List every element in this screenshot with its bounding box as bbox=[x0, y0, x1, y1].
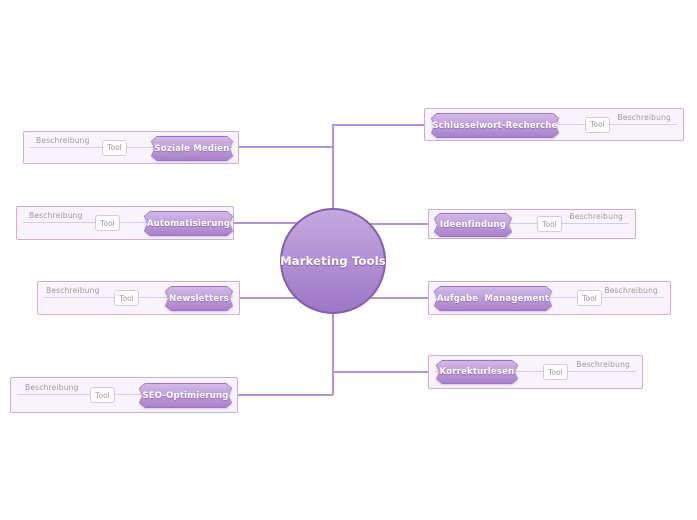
subtopic-tool[interactable]: Tool bbox=[102, 139, 127, 156]
topic-node-fill bbox=[151, 137, 233, 160]
connector-line-newsletters bbox=[239, 297, 333, 299]
branch-group-soziale-medien: Beschreibung Tool Soziale Medien bbox=[23, 131, 239, 164]
subtopic-tool[interactable]: Tool bbox=[577, 290, 602, 306]
subtopic-tool[interactable]: Tool bbox=[537, 216, 562, 232]
connector-line-automatisierung bbox=[233, 222, 333, 224]
topic-node-label: Aufgabe Management bbox=[436, 293, 550, 304]
subtopic-beschreibung[interactable]: Beschreibung bbox=[569, 212, 623, 221]
branch-group-seo-optimierung: Beschreibung Tool SEO-Optimierung bbox=[10, 377, 238, 413]
subtopic-tool[interactable]: Tool bbox=[543, 364, 568, 380]
topic-node-label: Newsletters bbox=[169, 293, 229, 304]
subtopic-beschreibung[interactable]: Beschreibung bbox=[29, 211, 83, 220]
connector-line-ideenfindung bbox=[333, 223, 429, 225]
branch-inner-line bbox=[435, 371, 636, 372]
topic-node-fill bbox=[431, 114, 559, 137]
topic-node-automatisierung[interactable]: Automatisierung bbox=[143, 211, 234, 236]
topic-node-label: Ideenfindung bbox=[439, 220, 507, 230]
subtopic-tool[interactable]: Tool bbox=[585, 116, 610, 133]
topic-node-ideenfindung[interactable]: Ideenfindung bbox=[433, 213, 513, 237]
topic-node-fill bbox=[436, 361, 518, 383]
central-topic-label: Marketing Tools bbox=[280, 254, 386, 268]
topic-node-fill bbox=[434, 287, 552, 310]
subtopic-tool[interactable]: Tool bbox=[114, 290, 139, 306]
branch-inner-line bbox=[17, 394, 231, 395]
connector-line-aufgabe-management bbox=[333, 297, 429, 299]
subtopic-beschreibung[interactable]: Beschreibung bbox=[25, 383, 79, 392]
central-topic[interactable]: Marketing Tools bbox=[280, 208, 386, 314]
topic-node-label: Korrekturlesen bbox=[439, 367, 515, 377]
branch-group-korrekturlesen: Korrekturlesen Tool Beschreibung bbox=[428, 355, 643, 389]
branch-group-ideenfindung: Ideenfindung Tool Beschreibung bbox=[428, 209, 636, 239]
connector-line-seo-optimierung bbox=[237, 394, 333, 396]
branch-inner-line bbox=[435, 223, 629, 224]
subtopic-tool[interactable]: Tool bbox=[95, 215, 120, 231]
branch-group-automatisierung: Beschreibung Tool Automatisierung bbox=[16, 206, 234, 240]
branch-inner-line bbox=[435, 297, 664, 298]
topic-node-fill bbox=[434, 214, 512, 236]
topic-node-fill bbox=[144, 212, 233, 235]
subtopic-beschreibung[interactable]: Beschreibung bbox=[36, 135, 90, 145]
branch-group-aufgabe-management: Aufgabe Management Tool Beschreibung bbox=[428, 281, 671, 315]
topic-node-fill bbox=[139, 384, 232, 407]
topic-node-label: Soziale Medien bbox=[154, 143, 230, 154]
subtopic-tool[interactable]: Tool bbox=[90, 387, 115, 403]
subtopic-beschreibung[interactable]: Beschreibung bbox=[46, 286, 100, 295]
topic-node-schluesselwort-recherche[interactable]: Schlüsselwort-Recherche bbox=[430, 113, 560, 138]
connector-line-top-vertical bbox=[332, 124, 334, 210]
branch-group-newsletters: Beschreibung Tool Newsletters bbox=[37, 281, 240, 315]
topic-node-fill bbox=[165, 287, 233, 310]
topic-node-soziale-medien[interactable]: Soziale Medien bbox=[150, 136, 234, 161]
subtopic-beschreibung[interactable]: Beschreibung bbox=[617, 112, 671, 122]
connector-line-korrekturlesen bbox=[333, 371, 429, 373]
branch-group-schluesselwort-recherche: Schlüsselwort-Recherche Tool Beschreibun… bbox=[424, 108, 684, 141]
topic-node-label: Automatisierung bbox=[146, 218, 231, 229]
topic-node-aufgabe-management[interactable]: Aufgabe Management bbox=[433, 286, 553, 311]
subtopic-beschreibung[interactable]: Beschreibung bbox=[576, 360, 630, 369]
topic-node-label: Schlüsselwort-Recherche bbox=[432, 120, 558, 131]
topic-node-label: SEO-Optimierung bbox=[142, 390, 229, 401]
topic-node-seo-optimierung[interactable]: SEO-Optimierung bbox=[138, 383, 233, 408]
subtopic-beschreibung[interactable]: Beschreibung bbox=[604, 286, 658, 295]
topic-node-korrekturlesen[interactable]: Korrekturlesen bbox=[435, 360, 519, 384]
branch-inner-line bbox=[30, 146, 232, 148]
connector-line-soziale-medien bbox=[238, 146, 333, 148]
connector-line-schluesselwort bbox=[333, 124, 425, 126]
branch-inner-line bbox=[23, 222, 227, 223]
topic-node-newsletters[interactable]: Newsletters bbox=[164, 286, 234, 311]
connector-line-bottom-vertical bbox=[332, 312, 334, 395]
